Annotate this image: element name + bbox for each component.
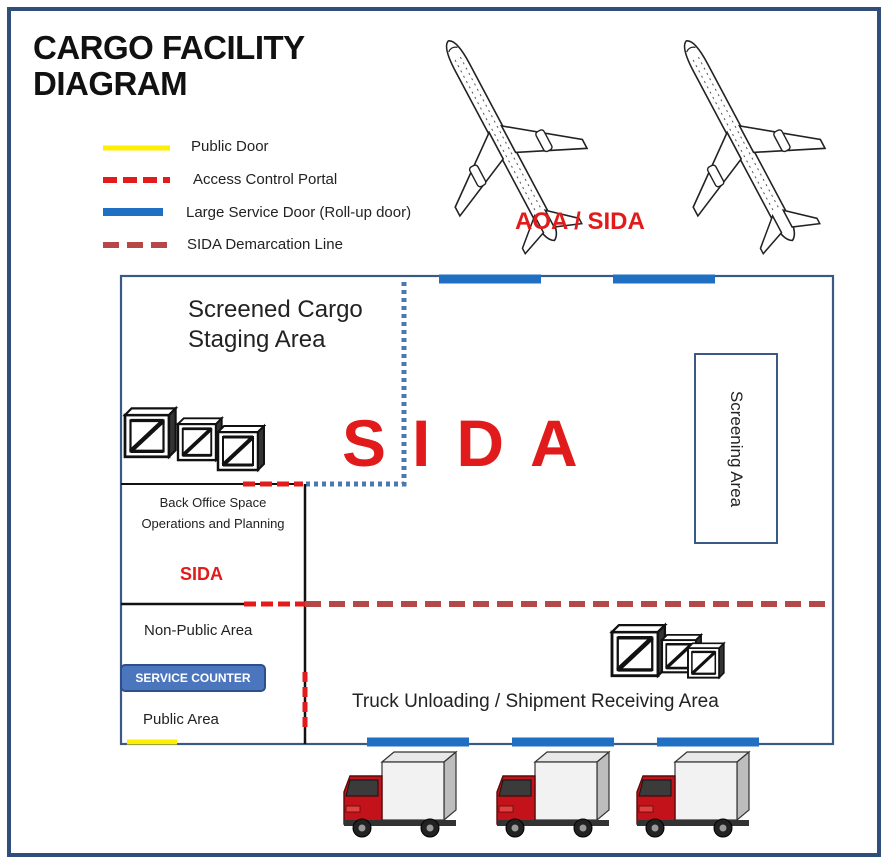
aoa-sida-label: AOA / SIDA bbox=[515, 208, 645, 235]
diagram-frame bbox=[7, 7, 881, 857]
screening-area-box: Screening Area bbox=[694, 353, 778, 544]
truck-icon bbox=[636, 751, 750, 838]
legend-label-service-door: Large Service Door (Roll-up door) bbox=[186, 204, 412, 221]
diagram-title: CARGO FACILITY DIAGRAM bbox=[33, 29, 305, 103]
non-public-area-label: Non-Public Area bbox=[144, 622, 253, 639]
sida-main-label: SIDA bbox=[342, 406, 604, 480]
screening-area-label: Screening Area bbox=[727, 390, 746, 507]
public-area-label: Public Area bbox=[143, 711, 219, 728]
airplane-icon bbox=[621, 6, 857, 276]
back-office-label: Back Office Space Operations and Plannin… bbox=[141, 495, 285, 531]
legend-label-access-portal: Access Control Portal bbox=[193, 171, 338, 188]
truck-icon bbox=[496, 751, 610, 838]
legend-label-public-door: Public Door bbox=[191, 138, 269, 155]
crate-icon bbox=[176, 416, 224, 463]
truck-icon bbox=[343, 751, 457, 838]
truck-area-label: Truck Unloading / Shipment Receiving Are… bbox=[352, 691, 719, 712]
staging-area-label: Screened Cargo Staging Area bbox=[188, 296, 363, 353]
legend-label-sida-line: SIDA Demarcation Line bbox=[187, 236, 343, 253]
service-counter: SERVICE COUNTER bbox=[120, 664, 266, 692]
crate-icon bbox=[612, 625, 665, 676]
back-office-sida-label: SIDA bbox=[180, 564, 224, 584]
crate-icon bbox=[686, 641, 726, 680]
crate-icon bbox=[216, 424, 266, 472]
crate-icon bbox=[125, 408, 176, 456]
staging-boundary bbox=[303, 282, 407, 487]
